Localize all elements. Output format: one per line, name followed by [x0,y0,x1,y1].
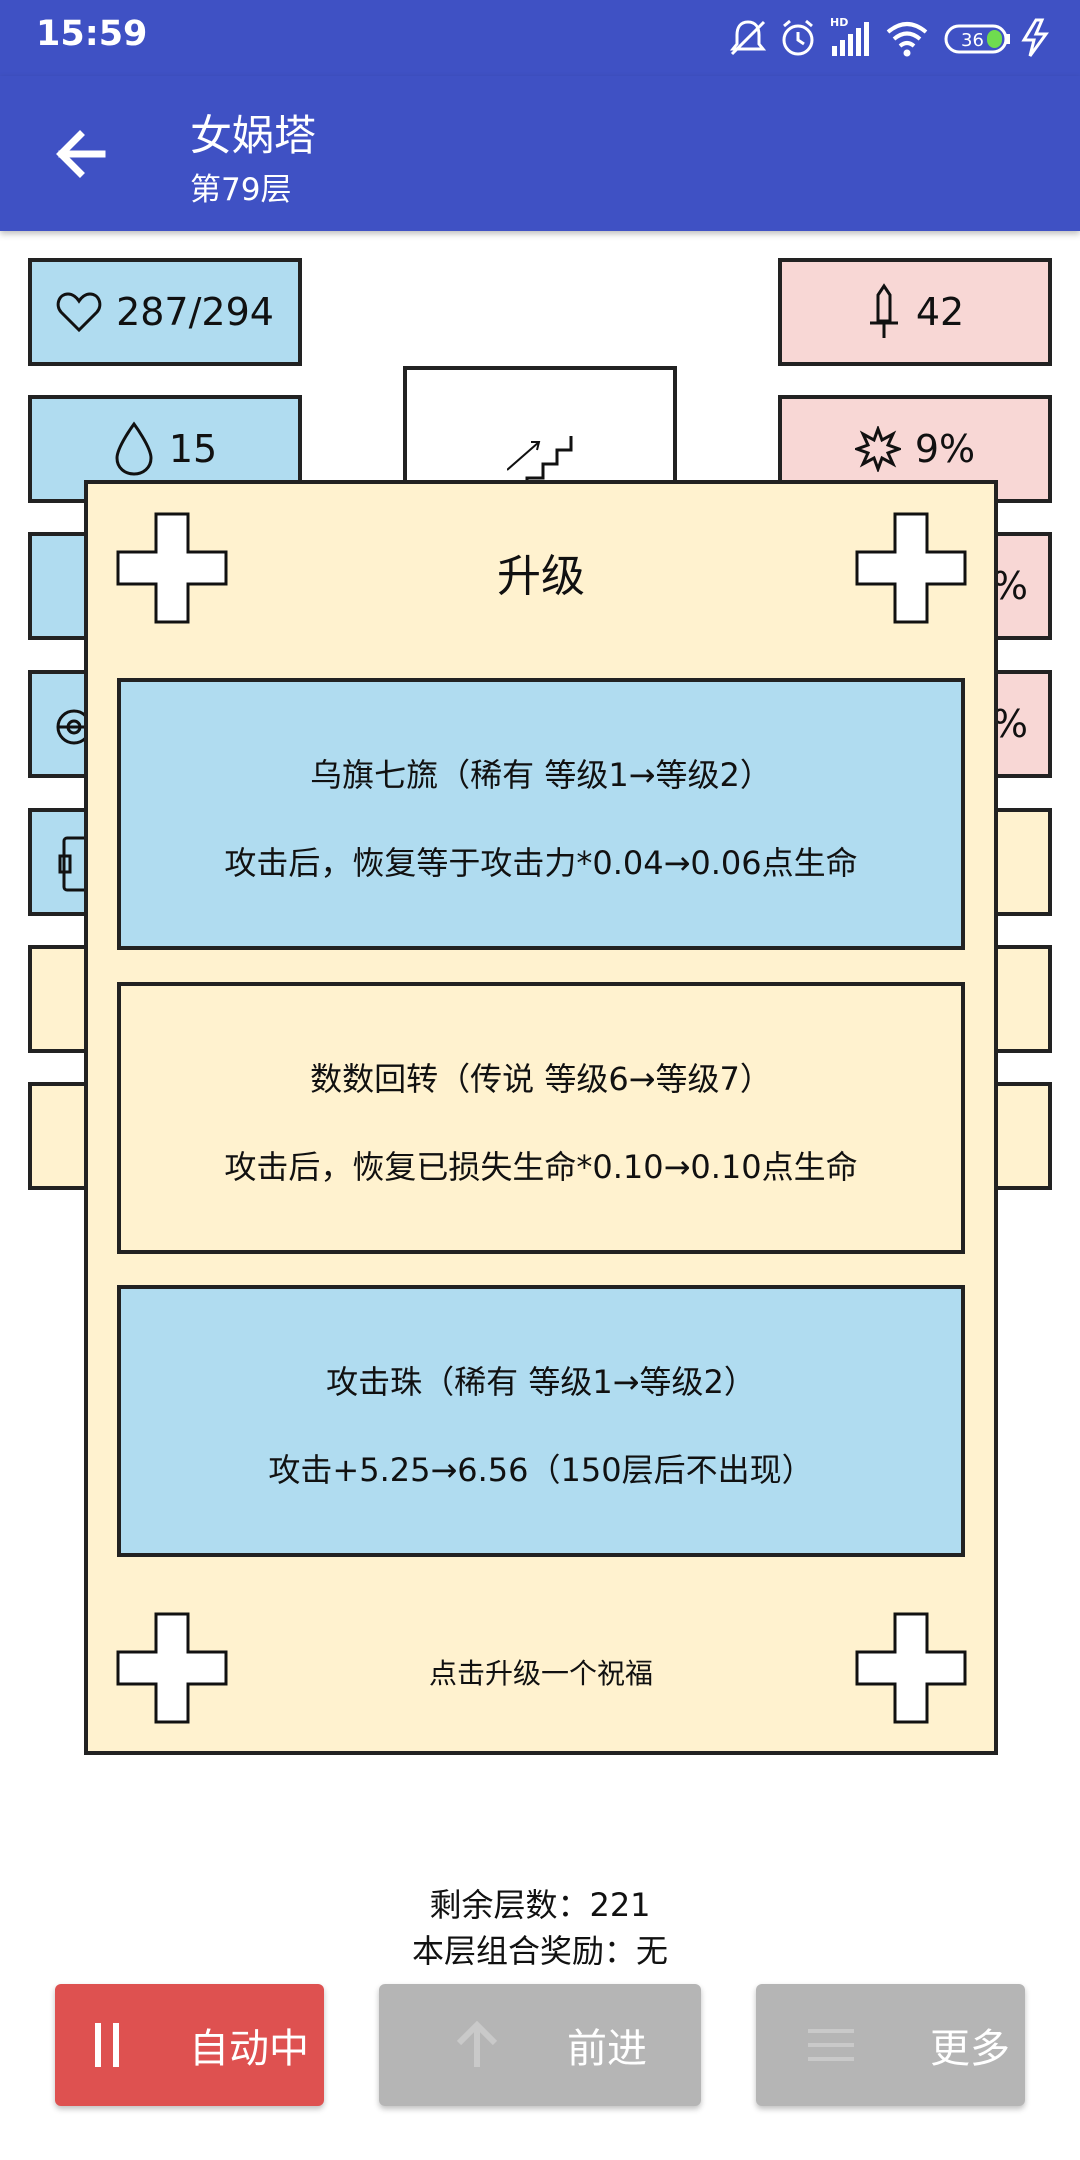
upgrade-option-card[interactable]: 攻击珠（稀有 等级1→等级2） 攻击+5.25→6.56（150层后不出现） [117,1285,965,1557]
battery-level: 36 [961,30,984,51]
cross-ornament-icon [116,1612,228,1724]
network-label: HD [830,16,848,29]
stairs-icon [507,436,573,490]
status-bar [0,0,1080,76]
signal-icon: HD [828,16,872,60]
cross-ornament-icon [855,1612,967,1724]
charging-icon [1016,16,1056,60]
alarm-icon [778,16,818,60]
mana-value: 15 [168,427,218,471]
app-bar [0,76,1080,231]
attack-value: 42 [915,290,965,334]
option-name: 数数回转（传说 等级6→等级7） [310,1060,772,1098]
cross-ornament-icon [855,512,967,624]
more-button[interactable]: 更多 [756,1984,1025,2106]
page-title: 女娲塔 [190,111,317,160]
dialog-hint: 点击升级一个祝福 [428,1657,653,1690]
hp-value: 287/294 [116,290,274,334]
status-time: 15:59 [36,14,148,54]
sword-icon [869,283,898,338]
drop-icon [115,421,153,476]
wifi-icon [884,16,930,60]
back-arrow-icon[interactable] [50,126,114,182]
mute-icon [728,16,768,60]
forward-button-label: 前进 [567,2026,647,2072]
battery-icon: 36 [944,16,1012,60]
option-effect: 攻击+5.25→6.56（150层后不出现） [268,1451,814,1489]
auto-button[interactable]: 自动中 [55,1984,324,2106]
upgrade-option-card[interactable]: 乌旗七旒（稀有 等级1→等级2） 攻击后，恢复等于攻击力*0.04→0.06点生… [117,678,965,950]
auto-button-label: 自动中 [189,2026,309,2072]
up-arrow-icon [456,2021,498,2067]
upgrade-option-card[interactable]: 数数回转（传说 等级6→等级7） 攻击后，恢复已损失生命*0.10→0.10点生… [117,982,965,1254]
option-name: 乌旗七旒（稀有 等级1→等级2） [310,756,772,794]
option-effect: 攻击后，恢复等于攻击力*0.04→0.06点生命 [224,844,858,882]
burst-icon [854,426,901,472]
option-name: 攻击珠（稀有 等级1→等级2） [326,1363,756,1401]
hp-stat: 287/294 [28,258,302,366]
floor-bonus: 本层组合奖励：无 [411,1932,668,1970]
remaining-floors: 剩余层数：221 [429,1886,651,1924]
option-effect: 攻击后，恢复已损失生命*0.10→0.10点生命 [224,1148,858,1186]
heart-icon [56,292,102,333]
more-button-label: 更多 [930,2026,1010,2072]
dialog-title: 升级 [497,551,585,602]
forward-button[interactable]: 前进 [379,1984,701,2106]
floor-subtitle: 第79层 [190,172,292,208]
menu-icon [808,2029,854,2061]
attack-stat: 42 [778,258,1052,366]
pause-icon [95,2023,119,2067]
cross-ornament-icon [116,512,228,624]
crit-value: 9% [914,427,976,471]
